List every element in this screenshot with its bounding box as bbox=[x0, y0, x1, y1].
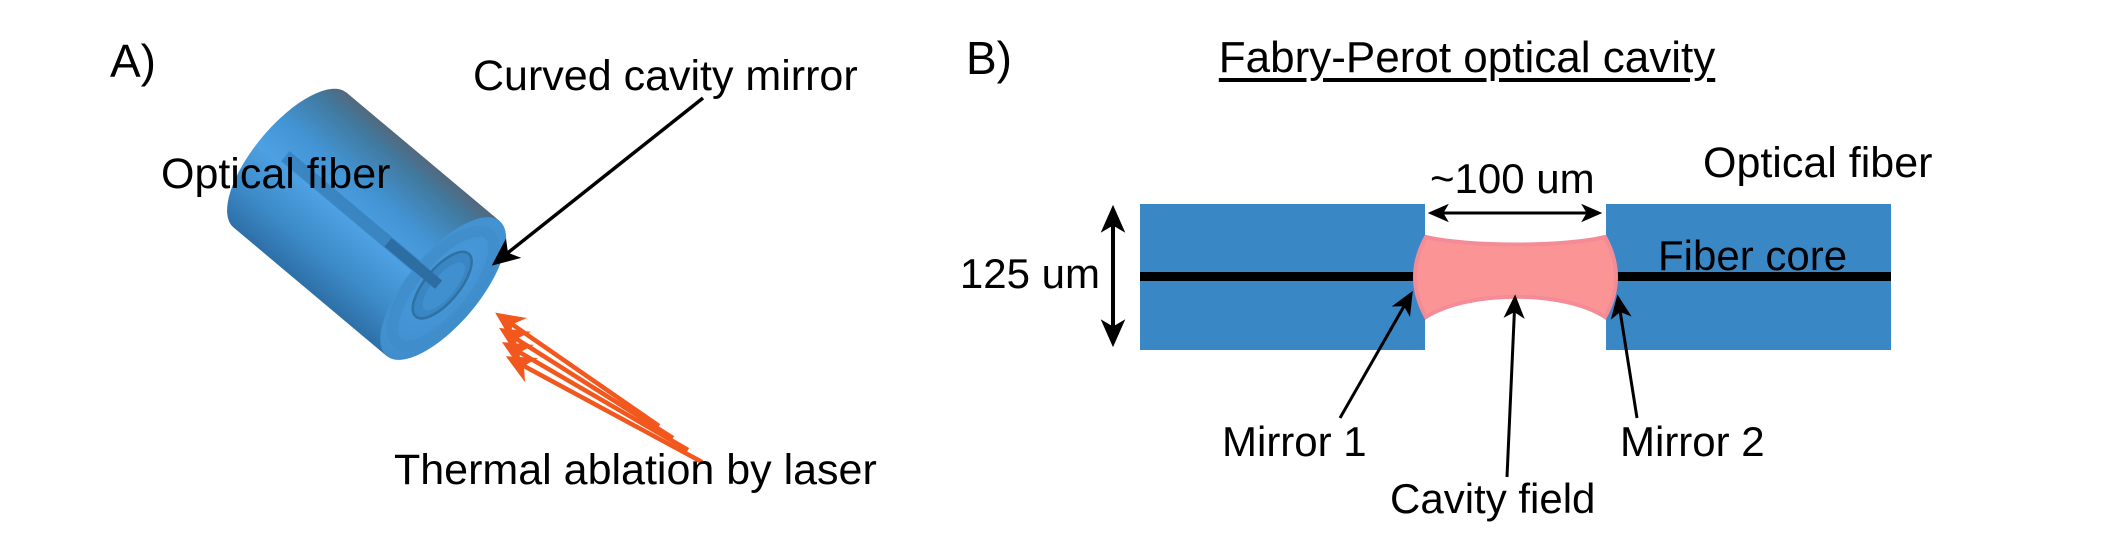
cavity-field-label: Cavity field bbox=[1390, 475, 1596, 522]
laser-arrows bbox=[495, 312, 704, 464]
optical-fiber-3d bbox=[227, 88, 507, 360]
cavity-field-arrow bbox=[1503, 294, 1525, 478]
curved-mirror-arrow bbox=[491, 96, 705, 266]
fiber-diameter-label: 125 um bbox=[959, 250, 1100, 297]
panel-a-letter: A) bbox=[110, 35, 156, 87]
mirror1-arrow bbox=[1338, 290, 1413, 419]
cavity-length-label: ~100 um bbox=[1430, 155, 1595, 202]
mirror2-arrow bbox=[1610, 294, 1639, 419]
laser-arrow bbox=[495, 312, 661, 428]
curved-cavity-mirror-label: Curved cavity mirror bbox=[473, 52, 858, 100]
laser-arrow bbox=[501, 342, 690, 452]
curved-mirror-divot-inner bbox=[422, 262, 465, 311]
panel-a-optical-fiber-label: Optical fiber bbox=[161, 150, 391, 198]
mirror2-label: Mirror 2 bbox=[1620, 418, 1765, 465]
fiber-core-label: Fiber core bbox=[1658, 232, 1848, 279]
laser-arrow bbox=[499, 327, 675, 440]
fiber-core-stub bbox=[384, 238, 443, 289]
thermal-ablation-label: Thermal ablation by laser bbox=[394, 446, 877, 494]
panel-b-letter: B) bbox=[966, 32, 1012, 84]
mirror1-label: Mirror 1 bbox=[1222, 418, 1367, 465]
cavity-field-shape bbox=[1413, 234, 1618, 320]
laser-arrow bbox=[505, 356, 704, 464]
panel-b-optical-fiber-label: Optical fiber bbox=[1703, 139, 1933, 187]
panel-b-title: Fabry-Perot optical cavity bbox=[1218, 33, 1716, 82]
